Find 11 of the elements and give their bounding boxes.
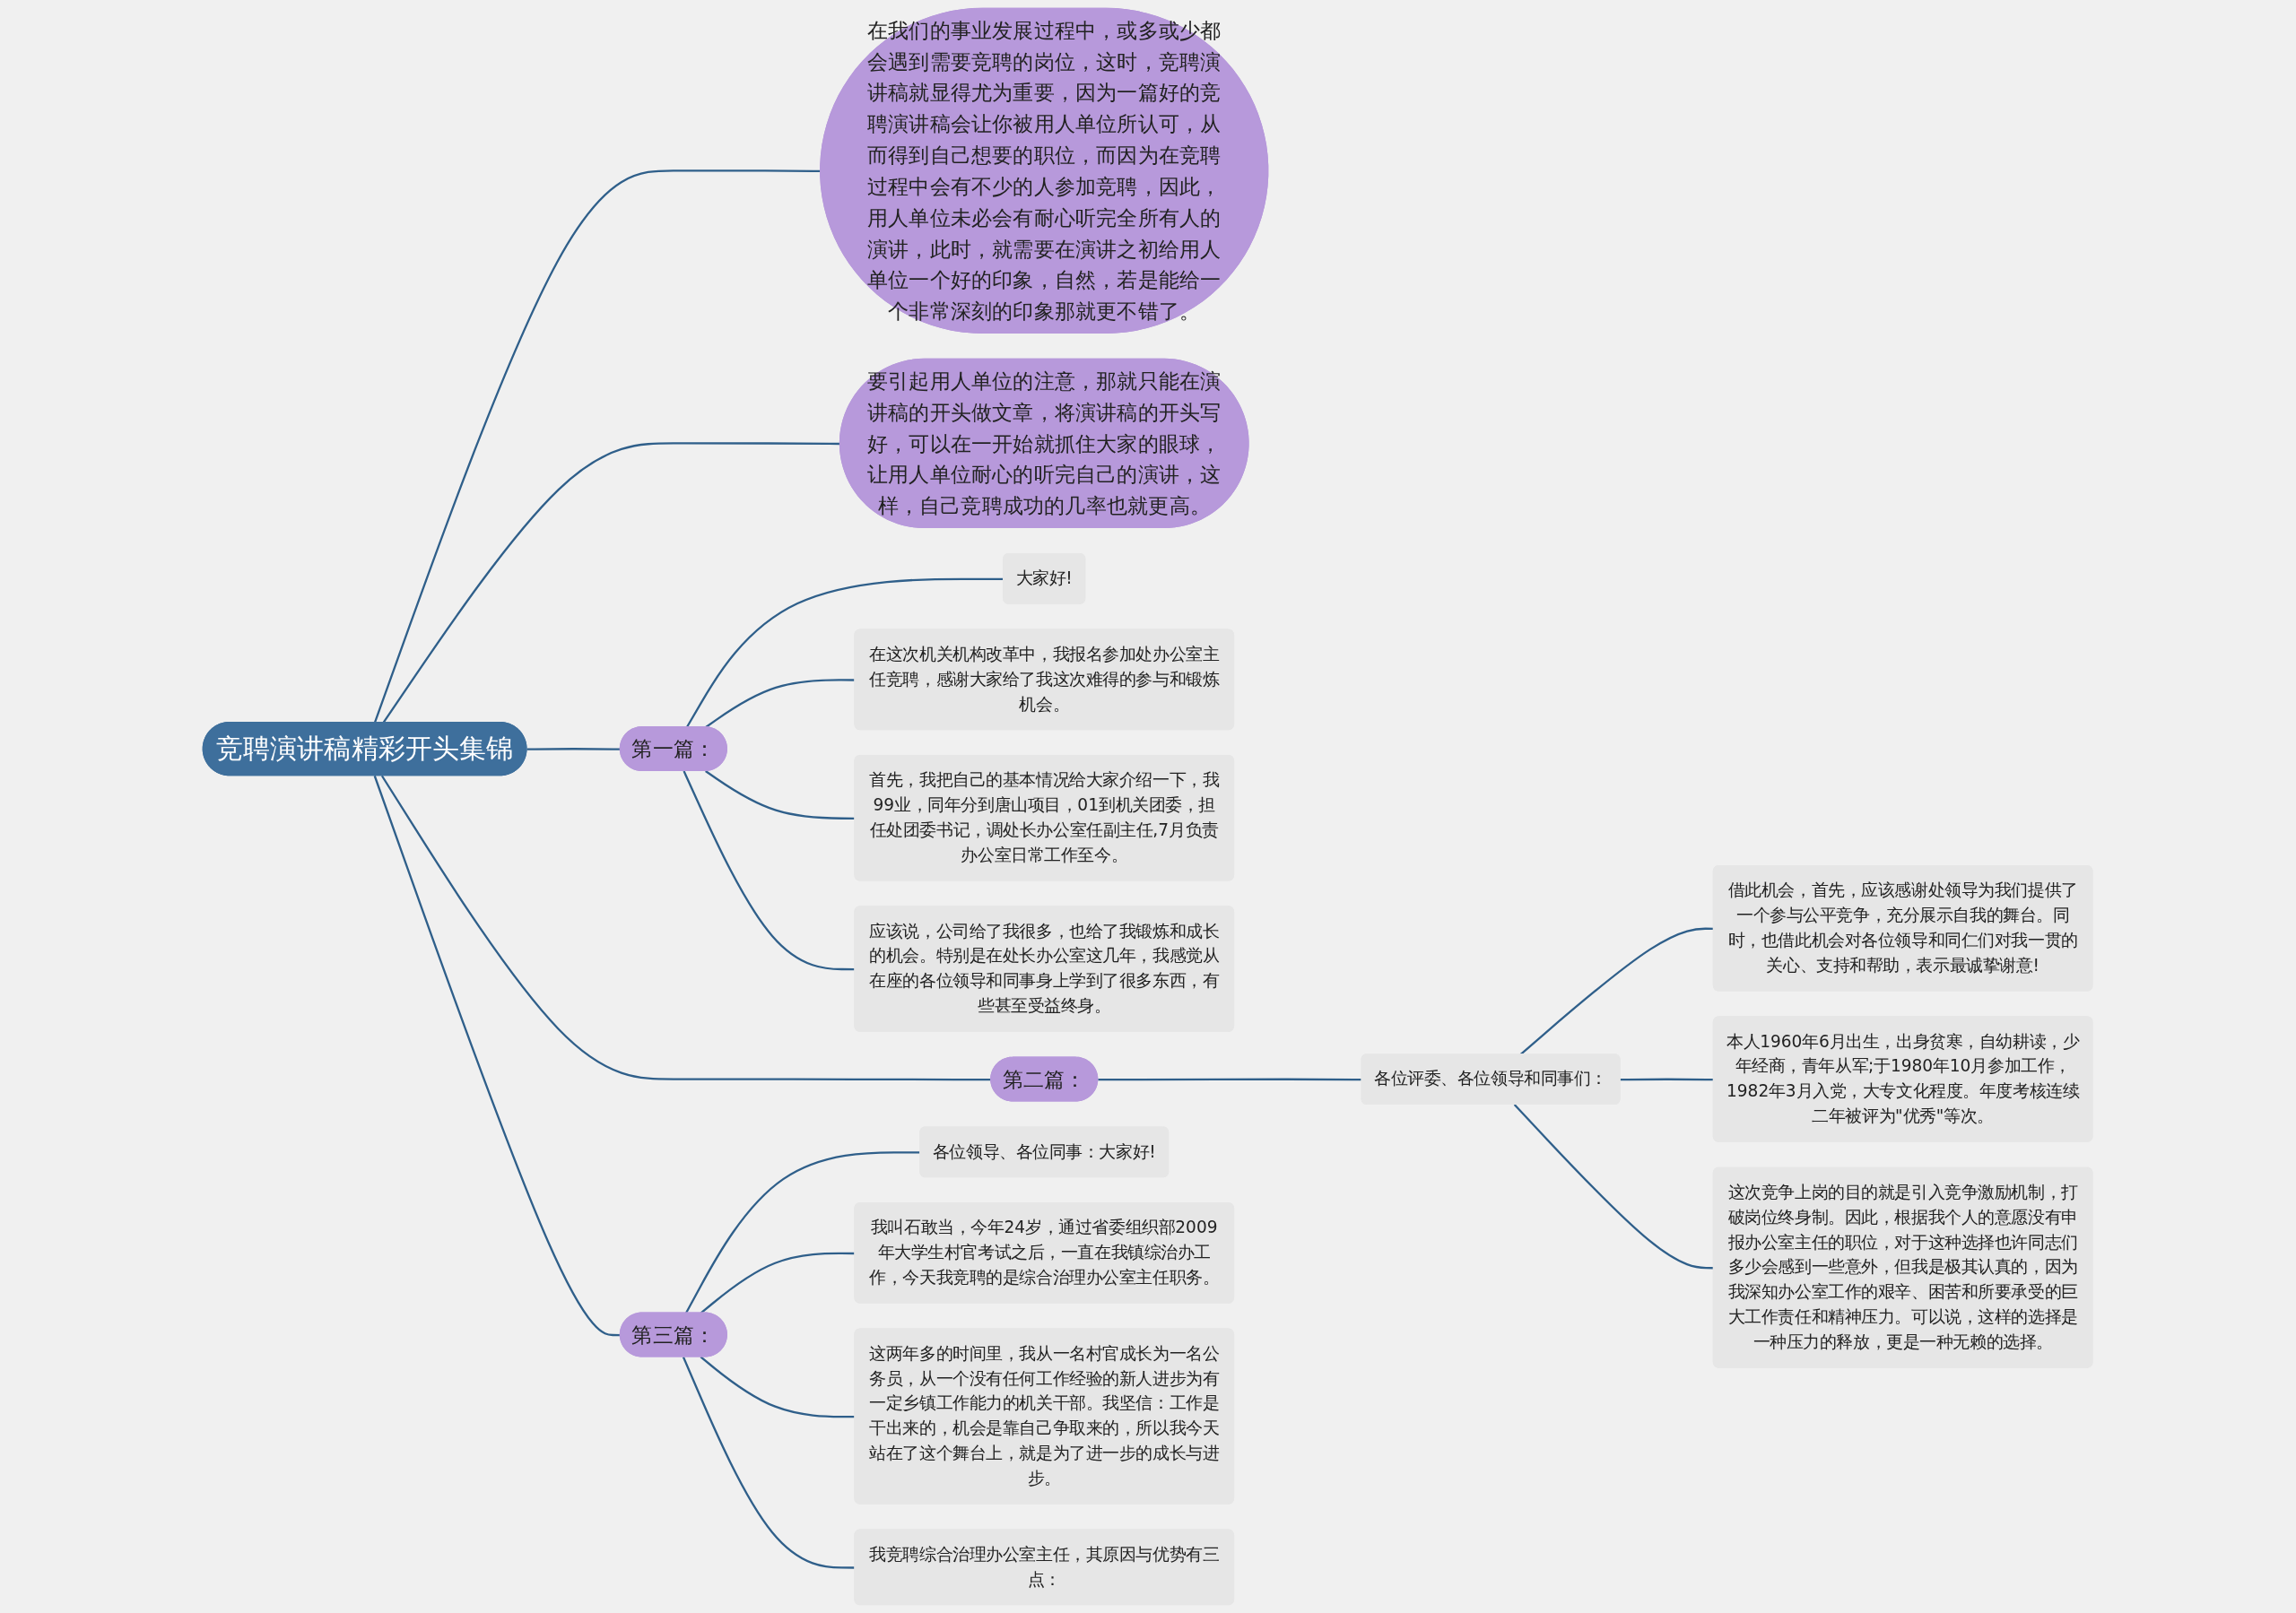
connector — [700, 1356, 856, 1418]
connector — [381, 775, 992, 1081]
connector — [683, 770, 856, 971]
connector — [683, 1357, 856, 1569]
connector — [382, 442, 841, 724]
connector — [685, 1151, 921, 1314]
connector — [686, 577, 1004, 728]
connector — [705, 770, 856, 820]
connector — [374, 169, 822, 724]
connector — [700, 1252, 856, 1314]
connector — [705, 679, 856, 729]
